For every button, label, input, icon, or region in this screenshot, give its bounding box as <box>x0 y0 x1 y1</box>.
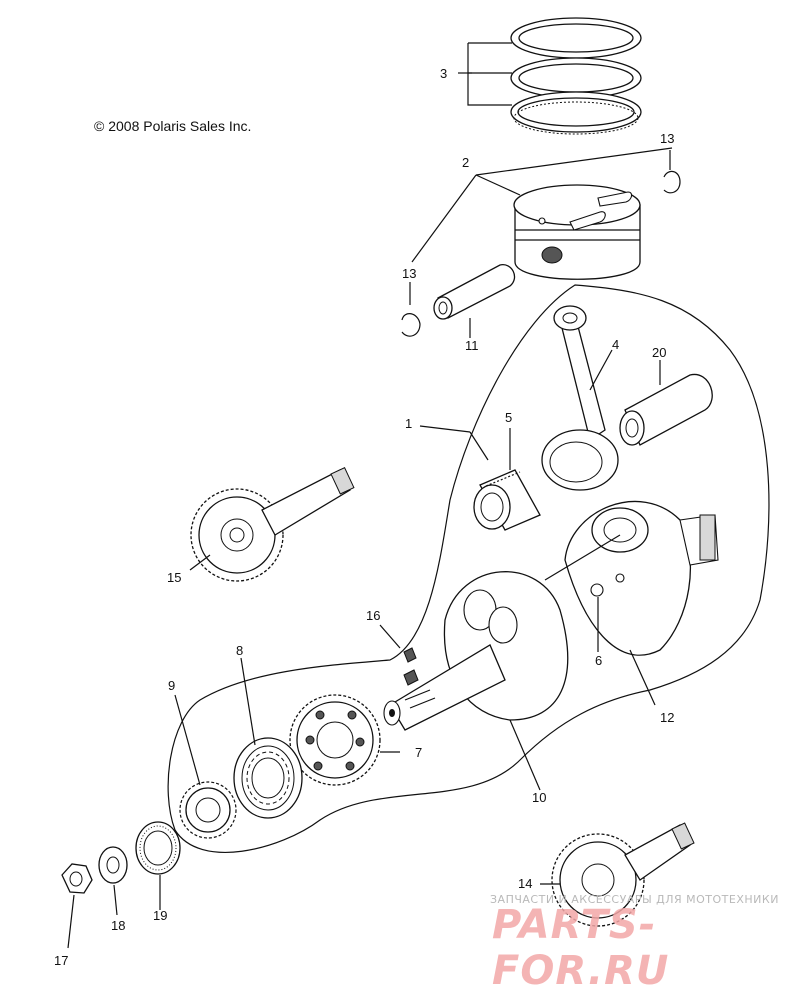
balance-shaft-lower <box>551 822 695 927</box>
woodruff-key <box>403 647 417 663</box>
callout-6: 6 <box>595 653 602 668</box>
callout-13-left: 13 <box>402 266 416 281</box>
circlip-left <box>401 313 421 337</box>
piston <box>513 184 641 280</box>
callout-8: 8 <box>236 643 243 658</box>
drive-gear <box>179 781 237 839</box>
callout-2: 2 <box>462 155 469 170</box>
watermark-logo: PARTS-FOR.RU <box>492 902 670 994</box>
callout-13-top: 13 <box>660 131 674 146</box>
leader-lines <box>67 42 673 949</box>
callout-16: 16 <box>366 608 380 623</box>
callout-14: 14 <box>518 876 532 891</box>
callout-15: 15 <box>167 570 181 585</box>
washer <box>98 846 128 884</box>
crankshaft-half-left <box>383 571 569 731</box>
callout-11: 11 <box>465 338 479 353</box>
nut <box>61 863 93 894</box>
callout-18: 18 <box>111 918 125 933</box>
callout-10: 10 <box>532 790 546 805</box>
needle-bearing-small <box>135 821 181 875</box>
needle-bearing <box>473 469 541 531</box>
callout-1: 1 <box>405 416 412 431</box>
callout-5: 5 <box>505 410 512 425</box>
callout-labels: 3 2 13 13 11 4 20 1 5 15 16 6 8 9 12 7 1… <box>54 66 674 968</box>
callout-3: 3 <box>440 66 447 81</box>
crank-gear <box>289 694 381 786</box>
crank-pin <box>619 373 713 446</box>
callout-4: 4 <box>612 337 619 352</box>
main-bearing <box>233 737 303 819</box>
locating-pin <box>590 583 604 597</box>
callout-20: 20 <box>652 345 666 360</box>
piston-rings <box>510 17 642 135</box>
connecting-rod <box>541 305 619 491</box>
crankshaft-half-right <box>564 501 719 656</box>
callout-17: 17 <box>54 953 68 968</box>
callout-9: 9 <box>168 678 175 693</box>
copyright-notice: © 2008 Polaris Sales Inc. <box>94 118 252 134</box>
assembly-boundary <box>167 284 770 853</box>
callout-7: 7 <box>415 745 422 760</box>
piston-pin <box>433 264 516 320</box>
watermark-tagline: ЗАПЧАСТИ И АКСЕССУАРЫ ДЛЯ МОТОТЕХНИКИ <box>490 893 779 906</box>
callout-19: 19 <box>153 908 167 923</box>
balance-shaft-upper <box>190 466 355 582</box>
circlip-top <box>663 170 681 194</box>
callout-12: 12 <box>660 710 674 725</box>
